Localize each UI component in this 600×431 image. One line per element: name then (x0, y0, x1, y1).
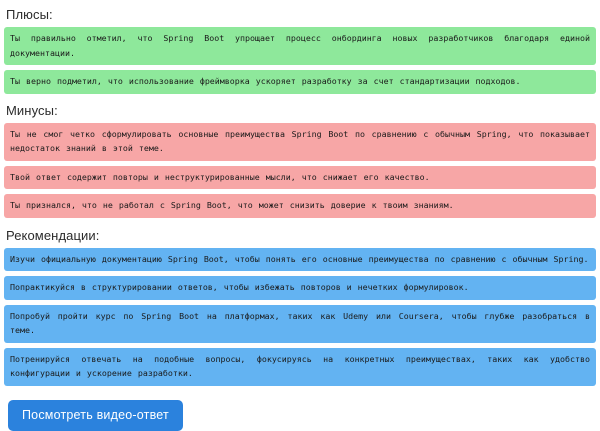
list-item: Твой ответ содержит повторы и неструктур… (4, 165, 596, 189)
cons-list: Ты не смог четко сформулировать основные… (4, 122, 596, 218)
cta-container: Посмотреть видео-ответ (4, 386, 596, 431)
pros-list: Ты правильно отметил, что Spring Boot уп… (4, 27, 596, 94)
section-heading-pros: Плюсы: (6, 7, 53, 22)
list-item: Ты верно подметил, что использование фре… (4, 70, 596, 94)
recommendations-list: Изучи официальную документацию Spring Bo… (4, 247, 596, 386)
list-item: Изучи официальную документацию Spring Bo… (4, 247, 596, 271)
section-heading-cons: Минусы: (6, 102, 58, 118)
list-item: Потренируйся отвечать на подобные вопрос… (4, 347, 596, 386)
list-item: Ты признался, что не работал с Spring Bo… (4, 194, 596, 218)
list-item: Ты не смог четко сформулировать основные… (4, 122, 596, 161)
list-item: Попрактикуйся в структурировании ответов… (4, 276, 596, 300)
section-heading-recommendations: Рекомендации: (6, 227, 100, 243)
watch-video-answer-button[interactable]: Посмотреть видео-ответ (8, 399, 183, 431)
list-item: Ты правильно отметил, что Spring Boot уп… (4, 27, 596, 65)
list-item: Попробуй пройти курс по Spring Boot на п… (4, 304, 596, 343)
